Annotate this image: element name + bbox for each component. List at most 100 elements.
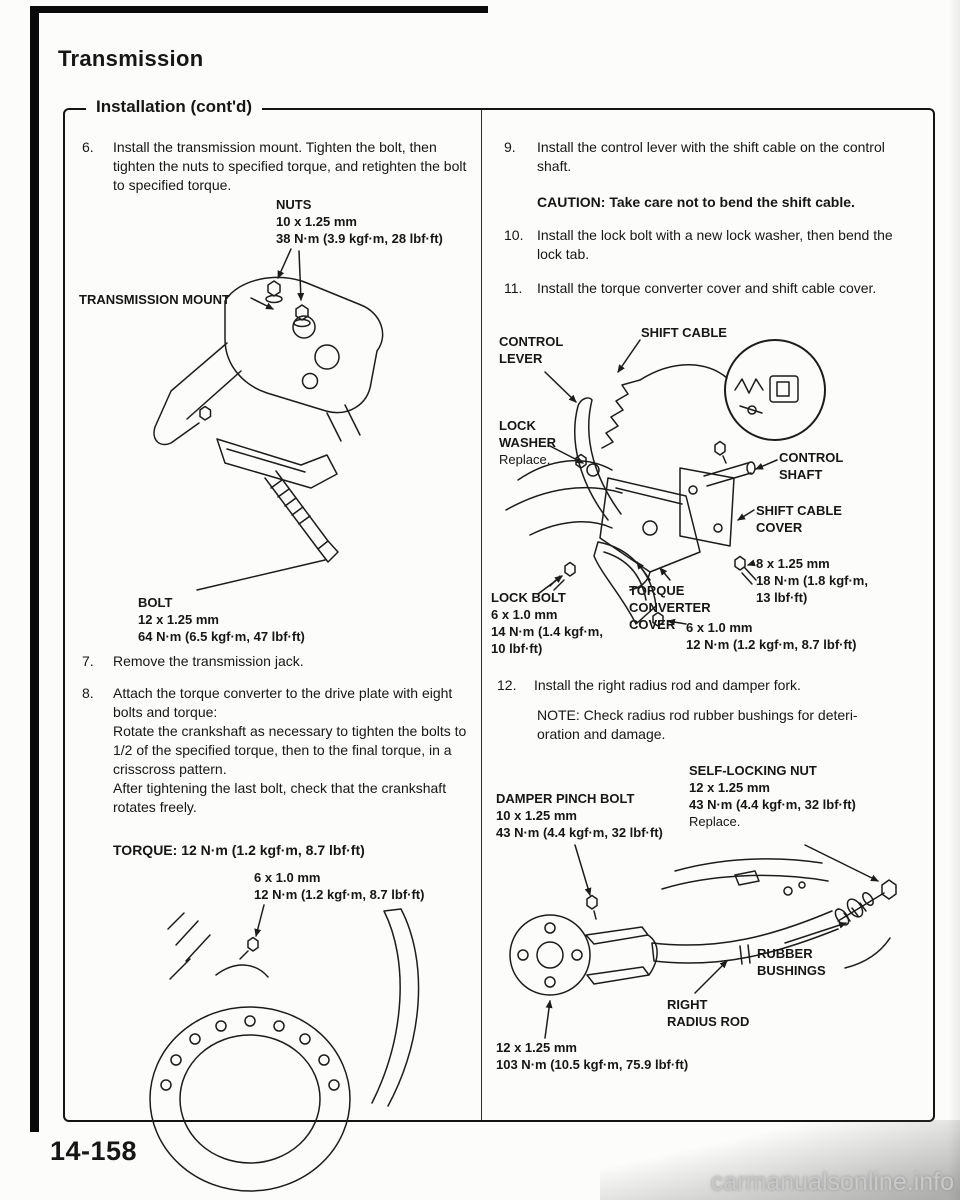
damper-pinch-bolt-label: DAMPER PINCH BOLT 10 x 1.25 mm 43 N·m (4… [496, 791, 663, 842]
cable-detail-zigzag [734, 378, 764, 394]
bolt-head [317, 540, 339, 563]
shift-cable-leader [617, 339, 641, 373]
radius-rod-tube [651, 910, 839, 964]
step-8-text-3: After tightening the last bolt, check th… [113, 780, 447, 816]
nuts-torque-line: 38 N·m (3.9 kgf·m, 28 lbf·ft) [276, 230, 443, 246]
damper-line-1: DAMPER PINCH BOLT [496, 791, 635, 806]
control-lever-figure [505, 339, 826, 627]
radius-rod-leader [694, 960, 728, 994]
step-7-text: Remove the transmission jack. [113, 653, 304, 669]
rubber-bushings-label: RUBBER BUSHINGS [757, 946, 826, 980]
step-12-number: 12. [497, 677, 517, 693]
lock-bolt-line-1: LOCK BOLT [491, 590, 566, 605]
control-shaft-line-2: SHAFT [779, 466, 823, 482]
rod-bolt-line-1: 12 x 1.25 mm [496, 1040, 577, 1055]
bracket-arm [153, 342, 228, 446]
control-lever-line-2: LEVER [499, 350, 543, 366]
pinch-bolt-icon [586, 894, 598, 920]
lock-bolt-line-4: 10 lbf·ft) [491, 640, 543, 656]
tc-cover-leader-2 [659, 567, 671, 581]
control-shaft-leader [755, 459, 778, 470]
page-number: 14-158 [50, 1136, 138, 1166]
shift-cable-cover-shape [679, 467, 735, 547]
cover-bolt-icon [734, 555, 757, 585]
cable-cover-line-1: SHIFT CABLE [756, 503, 842, 518]
step-9-text: Install the control lever with the shift… [537, 139, 885, 175]
lock-bolt-line-2: 6 x 1.0 mm [491, 606, 558, 622]
bushings-leader [784, 921, 847, 944]
control-lever-leader [544, 371, 577, 403]
watermark: carmanualsonline.info [710, 1168, 954, 1196]
shaft-bolt-icon [714, 440, 727, 464]
section-header: Installation (cont'd) [86, 97, 263, 117]
control-lever-label: CONTROL LEVER [499, 334, 563, 368]
shift-cable-cover-label: SHIFT CABLE COVER [756, 503, 842, 537]
self-locking-nut-icon [881, 879, 897, 900]
small-bolt-icon [199, 405, 212, 421]
damper-fork [585, 926, 658, 985]
torque-converter-cover-shape [593, 541, 657, 625]
step-8-text-2: Rotate the crankshaft as necessary to ti… [113, 723, 467, 778]
cover-bolt-spec-label: 8 x 1.25 mm 18 N·m (1.8 kgf·m, 13 lbf·ft… [756, 556, 868, 607]
mount-body [224, 276, 384, 414]
damper-line-2: 10 x 1.25 mm [496, 807, 577, 823]
nuts-label-line: NUTS [276, 197, 312, 212]
step-8-text-1: Attach the torque converter to the drive… [113, 685, 453, 721]
top-black-bar [30, 6, 488, 13]
cover-bolt-torque-1: 18 N·m (1.8 kgf·m, [756, 572, 868, 588]
tc-bolt-torque: 12 N·m (1.2 kgf·m, 8.7 lbf·ft) [686, 636, 857, 652]
note-line-2: oration and damage. [537, 726, 666, 742]
bushing-washer [862, 892, 874, 906]
driveplate-bolt-size: 6 x 1.0 mm [254, 870, 321, 885]
selflock-line-2: 12 x 1.25 mm [689, 779, 770, 795]
step-8-text: Attach the torque converter to the drive… [113, 684, 474, 817]
cable-detail-inset [724, 339, 826, 441]
scan-corner-shade [600, 1120, 960, 1200]
radius-rod-line-1: RIGHT [667, 997, 708, 1012]
converter-bolt-icon [247, 936, 259, 952]
step-6-number: 6. [82, 139, 94, 155]
lower-bracket [216, 438, 338, 489]
driveplate-rim [149, 1006, 351, 1192]
note-line-1: NOTE: Check radius rod rubber bushings f… [537, 707, 858, 723]
step-10-number: 10. [504, 227, 524, 243]
hub-disc [509, 914, 591, 996]
tc-bolt-spec-label: 6 x 1.0 mm 12 N·m (1.2 kgf·m, 8.7 lbf·ft… [686, 620, 856, 654]
bolt-torque-line: 64 N·m (6.5 kgf·m, 47 lbf·ft) [138, 628, 305, 644]
lock-washer-replace: Replace. [499, 451, 551, 467]
step-10-text: Install the lock bolt with a new lock wa… [537, 227, 893, 263]
column-divider [481, 110, 482, 1120]
rod-bolt-line-2: 103 N·m (10.5 kgf·m, 75.9 lbf·ft) [496, 1056, 689, 1072]
step-11-number: 11. [504, 280, 523, 296]
control-shaft-line-1: CONTROL [779, 450, 844, 465]
lock-washer-shape [586, 463, 600, 477]
selflock-replace: Replace. [689, 813, 741, 829]
radius-rod-line-2: RADIUS ROD [667, 1013, 750, 1029]
tc-bolt-icon [652, 611, 664, 627]
shift-cable-line [639, 364, 728, 381]
lock-washer-line-2: WASHER [499, 434, 557, 450]
lock-washer-label: LOCK WASHER Replace. [499, 418, 556, 469]
control-lever-shape [574, 397, 622, 521]
transmission-mount-figure [153, 248, 384, 591]
selflock-leader [804, 844, 879, 882]
control-lever-line-1: CONTROL [499, 334, 564, 349]
driveplate-bolt-torque: 12 N·m (1.2 kgf·m, 8.7 lbf·ft) [254, 886, 425, 902]
page-title: Transmission [58, 46, 204, 71]
bushings-line-2: BUSHINGS [757, 962, 826, 978]
chassis-lines [505, 460, 623, 536]
shift-cable-label: SHIFT CABLE [641, 325, 727, 342]
lock-bolt-line-3: 14 N·m (1.4 kgf·m, [491, 623, 603, 639]
rod-bolt-spec-label: 12 x 1.25 mm 103 N·m (10.5 kgf·m, 75.9 l… [496, 1040, 688, 1074]
cover-bolt-torque-2: 13 lbf·ft) [756, 589, 808, 605]
transmission-mount-label-line: TRANSMISSION MOUNT [79, 292, 230, 307]
lock-washer-line-1: LOCK [499, 418, 536, 433]
lock-bolt-leader [537, 575, 563, 595]
left-black-bar [30, 6, 39, 1132]
step-12-text: Install the right radius rod and damper … [534, 677, 801, 693]
cable-spring [601, 379, 641, 449]
step-7-number: 7. [82, 653, 94, 669]
cable-cover-leader [737, 509, 755, 521]
selflock-line-1: SELF-LOCKING NUT [689, 763, 817, 778]
lock-bolt-label: LOCK BOLT 6 x 1.0 mm 14 N·m (1.4 kgf·m, … [491, 590, 603, 658]
